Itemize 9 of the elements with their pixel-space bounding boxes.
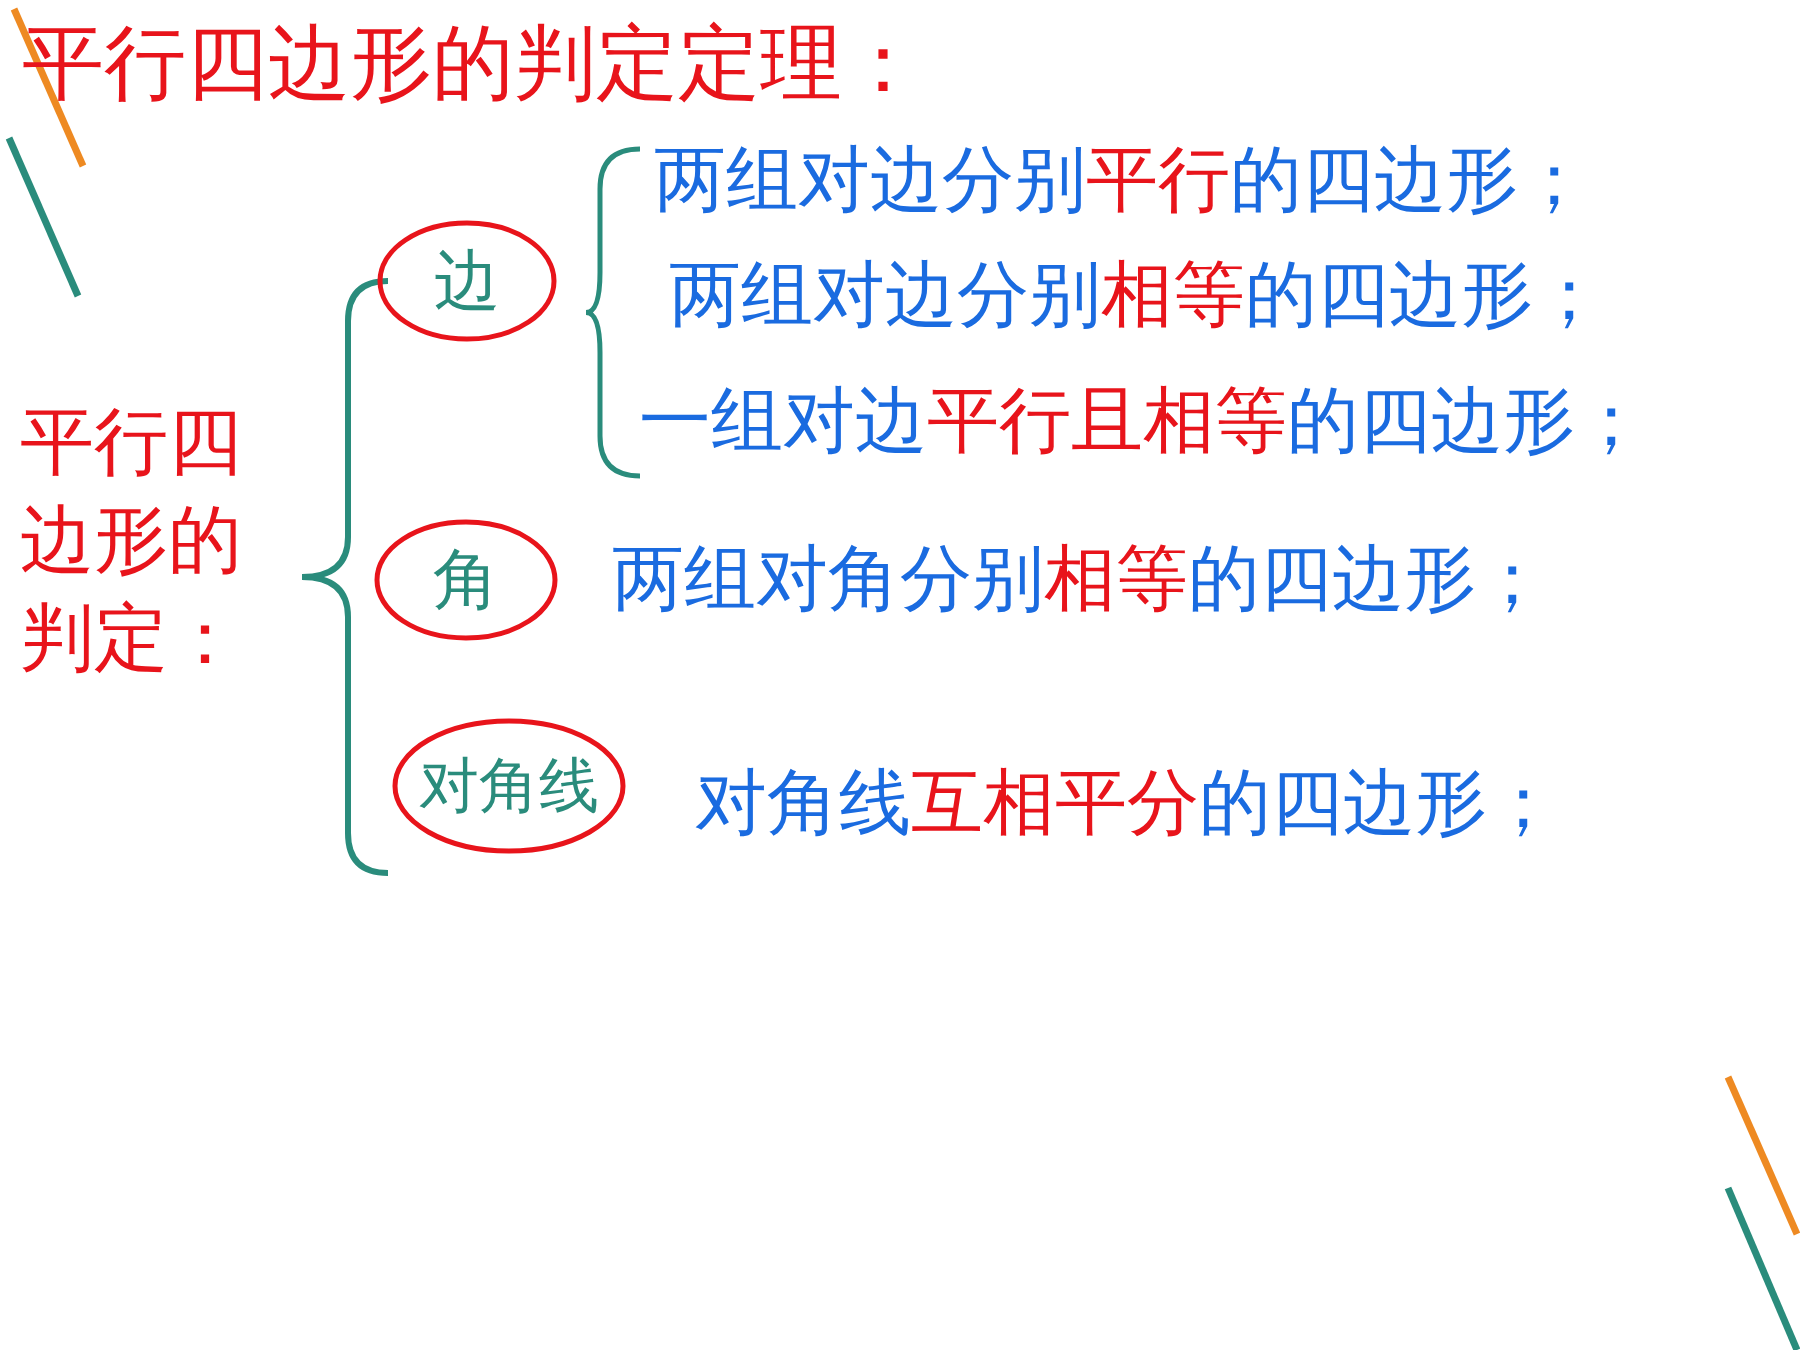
criterion-text: 两组对边分别相等的四边形； xyxy=(669,258,1605,330)
circled-term: 边 xyxy=(377,220,557,342)
criterion-text: 两组对边分别平行的四边形； xyxy=(654,143,1590,215)
circled-term: 对角线 xyxy=(392,718,626,854)
criterion-text: 对角线互相平分的四边形； xyxy=(695,766,1559,838)
criterion-text: 一组对边平行且相等的四边形； xyxy=(639,384,1647,456)
circled-term: 角 xyxy=(374,519,558,641)
criterion-text: 两组对角分别相等的四边形； xyxy=(612,542,1548,614)
heading-text: 平行四边形的判定： xyxy=(20,397,243,682)
